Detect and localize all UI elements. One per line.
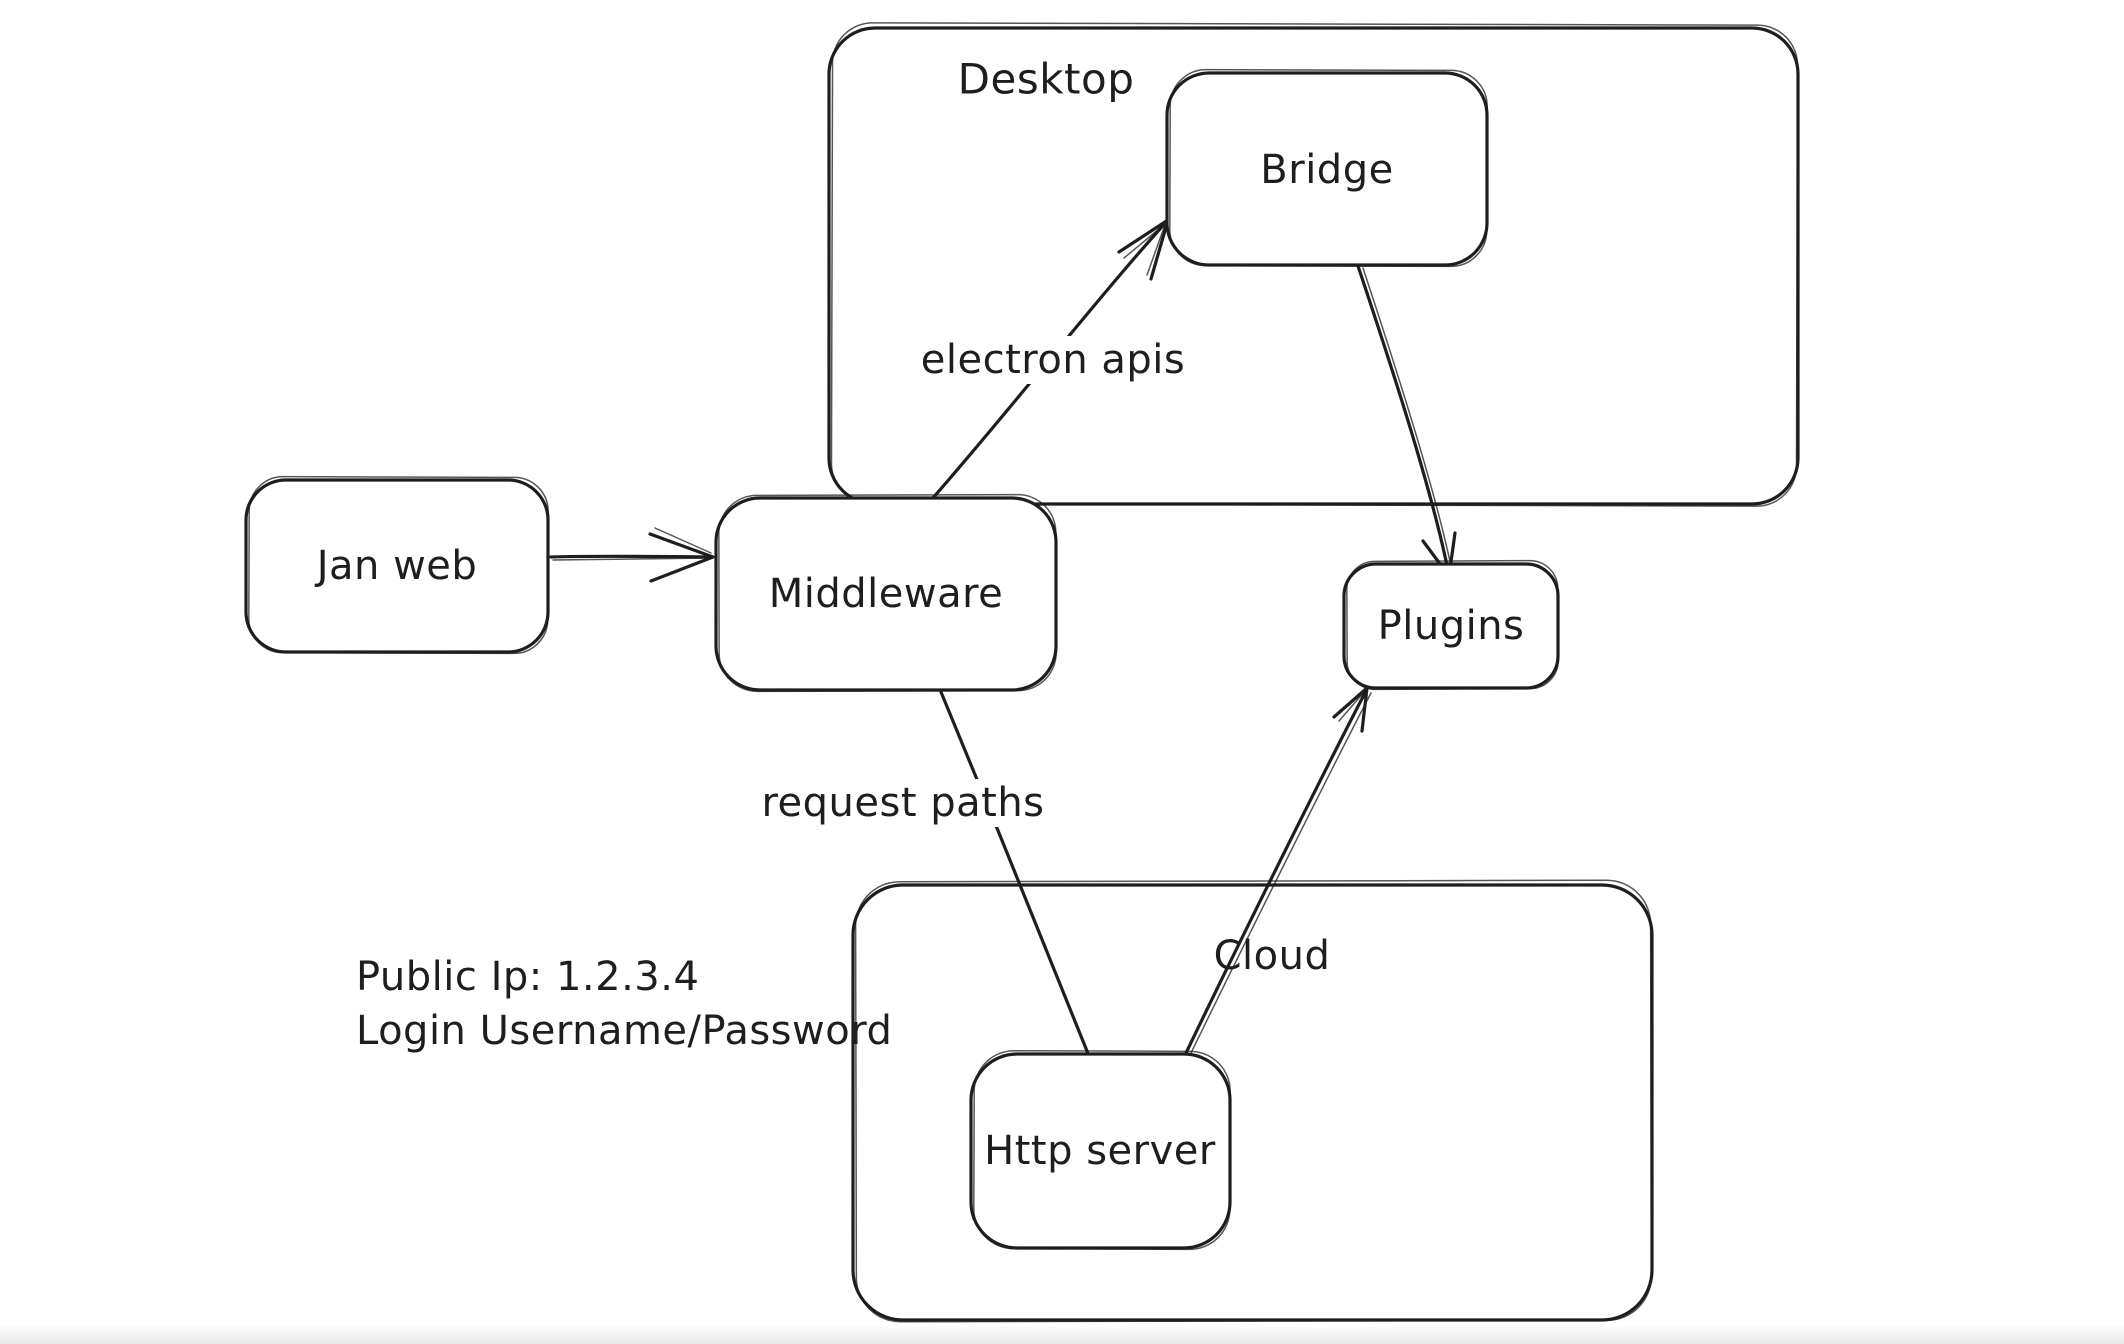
- desktop-container-box[interactable]: [827, 22, 1800, 507]
- bottom-edge-band: [0, 1327, 2124, 1344]
- cloud-container-box[interactable]: [851, 879, 1654, 1323]
- line-middleware-to-httpserver[interactable]: [939, 690, 1091, 1061]
- middleware-node-label[interactable]: Middleware: [768, 571, 1004, 617]
- request-paths-edge-label[interactable]: request paths: [753, 779, 1053, 827]
- arrow-httpserver-to-plugins[interactable]: [1184, 686, 1372, 1055]
- cloud-container-label[interactable]: Cloud: [1213, 933, 1331, 979]
- annotation-text[interactable]: Public Ip: 1.2.3.4 Login Username/Passwo…: [356, 950, 892, 1058]
- jan-web-node-box[interactable]: [244, 475, 550, 655]
- http-server-node-label[interactable]: Http server: [984, 1128, 1216, 1174]
- bridge-node-label[interactable]: Bridge: [1260, 147, 1394, 193]
- arrow-bridge-to-plugins[interactable]: [1356, 264, 1457, 578]
- jan-web-node-label[interactable]: Jan web: [316, 543, 478, 589]
- desktop-container-label[interactable]: Desktop: [957, 54, 1135, 104]
- arrow-janweb-to-middleware[interactable]: [549, 527, 715, 583]
- annotation-line-public-ip[interactable]: Public Ip: 1.2.3.4: [356, 954, 700, 1000]
- middleware-node-box[interactable]: [714, 493, 1058, 693]
- annotation-line-login[interactable]: Login Username/Password: [356, 1008, 893, 1054]
- electron-apis-edge-label[interactable]: electron apis: [912, 336, 1194, 384]
- bridge-node-box[interactable]: [1165, 68, 1489, 268]
- plugins-node-box[interactable]: [1342, 559, 1560, 691]
- http-server-node-box[interactable]: [969, 1049, 1232, 1251]
- plugins-node-label[interactable]: Plugins: [1377, 603, 1525, 649]
